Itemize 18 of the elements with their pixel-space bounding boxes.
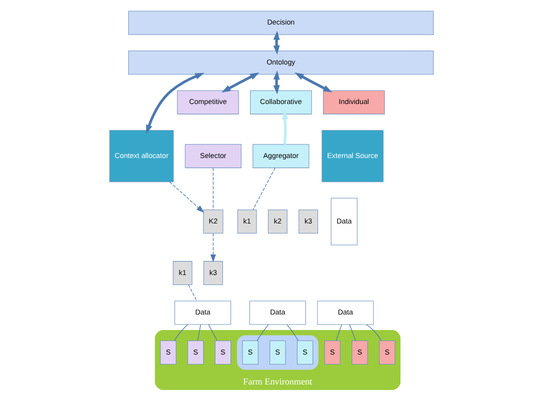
- connector: [188, 284, 197, 302]
- arrow: [146, 72, 204, 134]
- cluster: [236, 335, 318, 370]
- connector: [174, 324, 188, 341]
- arrow: [294, 72, 332, 92]
- arrow: [221, 72, 259, 92]
- connector: [196, 324, 201, 341]
- arrow: [168, 182, 204, 213]
- arrow: [210, 233, 216, 262]
- connector: [286, 324, 298, 342]
- connector: [252, 168, 275, 210]
- connector: [348, 324, 356, 341]
- connector: [256, 324, 268, 342]
- arrow: [281, 110, 288, 144]
- connector: [208, 324, 217, 341]
- connector: [212, 168, 214, 210]
- connector: [335, 324, 342, 341]
- connector: [366, 324, 382, 341]
